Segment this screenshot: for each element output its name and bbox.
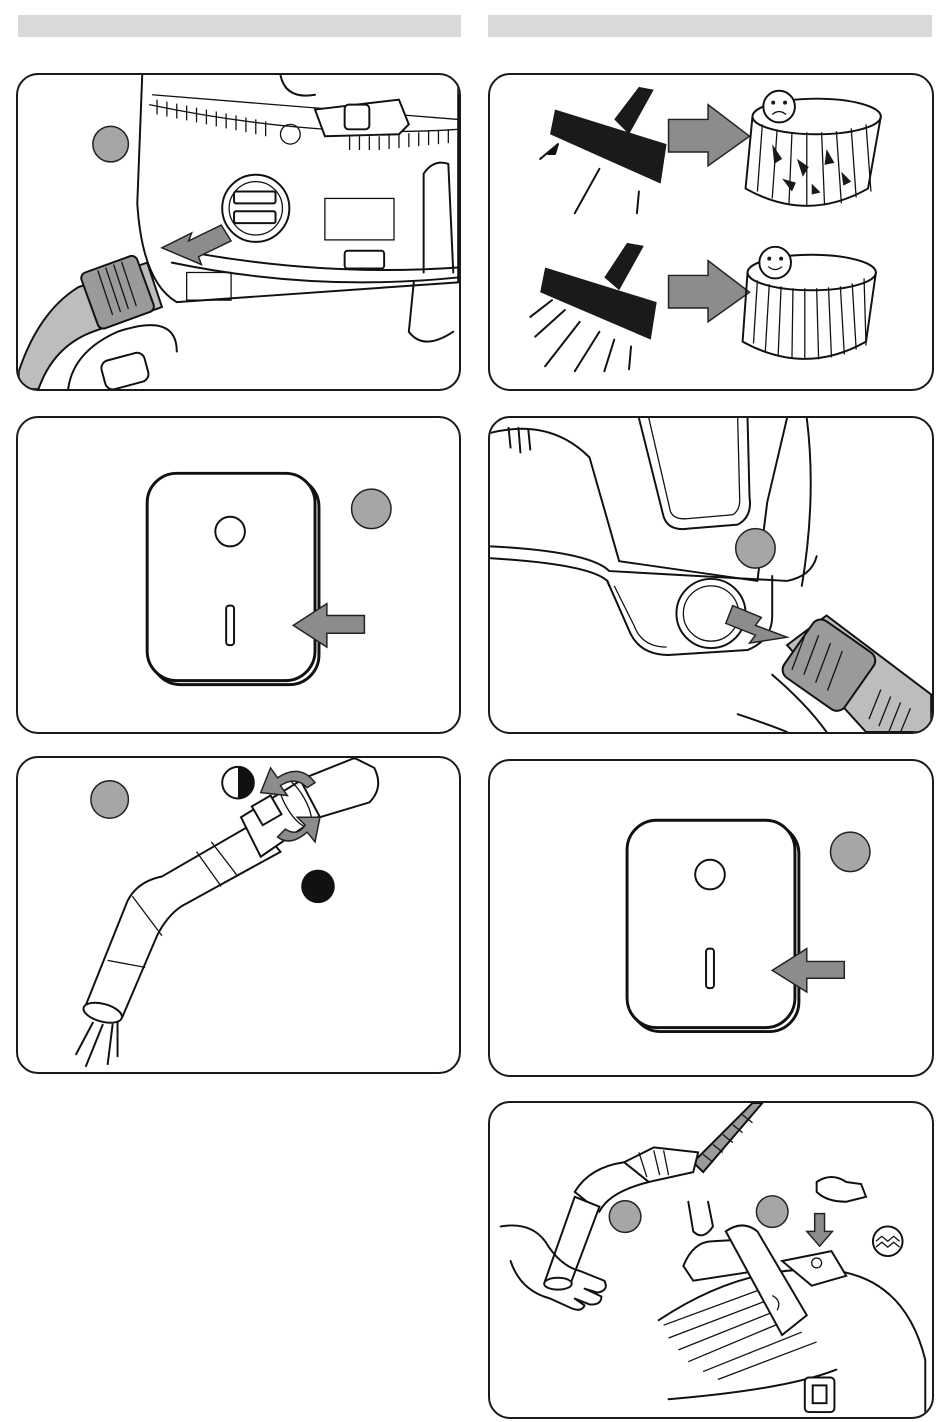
sad-face-icon bbox=[763, 91, 795, 123]
on-symbol-icon bbox=[226, 606, 234, 645]
panel-power-switch-on bbox=[16, 416, 461, 734]
step-marker bbox=[736, 529, 775, 568]
off-symbol-icon bbox=[215, 517, 245, 547]
step-marker bbox=[93, 126, 129, 162]
power-switch-illustration-2 bbox=[490, 761, 932, 1075]
power-switch-illustration bbox=[18, 418, 459, 732]
happy-face-icon bbox=[759, 247, 791, 279]
panel-handle-airflow-regulator bbox=[16, 756, 461, 1074]
step-marker bbox=[352, 489, 391, 528]
on-symbol-icon bbox=[706, 949, 714, 988]
flow-arrow-icon bbox=[669, 105, 750, 166]
airflow-regulator-illustration bbox=[18, 758, 459, 1072]
rocker-switch bbox=[147, 473, 315, 680]
step-marker bbox=[830, 832, 869, 871]
floor-nozzle-blocked bbox=[550, 87, 667, 184]
tool-storage-illustration bbox=[490, 1103, 932, 1417]
panel-power-switch-on-2 bbox=[488, 759, 934, 1077]
hose-insert-front-illustration bbox=[18, 75, 459, 389]
step-marker bbox=[91, 781, 129, 819]
rocker-switch bbox=[627, 820, 795, 1027]
filter-comparison-illustration bbox=[490, 75, 932, 389]
left-section-header-bar bbox=[18, 15, 461, 37]
insert-arrow-icon bbox=[162, 225, 231, 264]
right-section-header-bar bbox=[488, 15, 932, 37]
off-symbol-icon bbox=[695, 860, 725, 890]
hose-insert-side-illustration bbox=[490, 418, 932, 732]
panel-tool-storage-cleaning bbox=[488, 1101, 934, 1419]
down-arrow-icon bbox=[807, 1214, 833, 1247]
step-marker bbox=[609, 1201, 641, 1233]
step-marker-2 bbox=[756, 1196, 788, 1228]
filled-circle-icon bbox=[301, 870, 335, 904]
panel-hose-insert-side bbox=[488, 416, 934, 734]
floor-nozzle-clear bbox=[540, 243, 657, 340]
panel-filter-comparison bbox=[488, 73, 934, 391]
flow-arrow-icon-2 bbox=[669, 261, 750, 322]
panel-hose-insert-front bbox=[16, 73, 461, 391]
hand-icon bbox=[817, 1177, 866, 1202]
